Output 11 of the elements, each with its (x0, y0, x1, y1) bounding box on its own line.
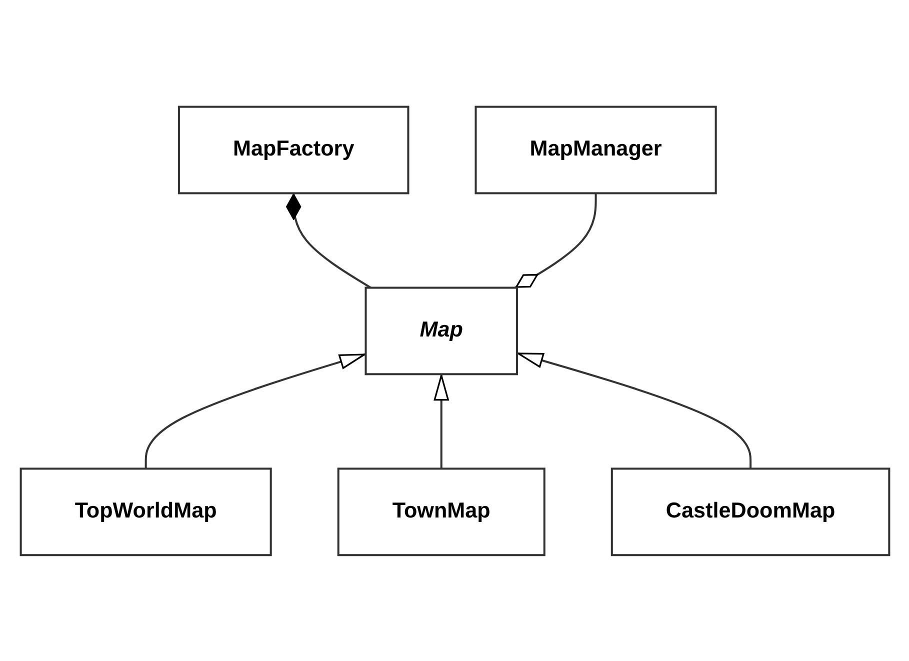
node-box: TopWorldMap (19, 467, 272, 556)
arrow (516, 352, 752, 468)
connector (286, 192, 371, 288)
node-box: TownMap (336, 467, 545, 556)
connector (514, 192, 596, 288)
arrow (433, 374, 448, 468)
node-box: MapFactory (177, 105, 409, 194)
node-box: MapManager (474, 105, 716, 194)
arrow (144, 352, 366, 468)
node-box: CastleDoomMap (610, 467, 890, 556)
node-box: Map (364, 286, 518, 375)
